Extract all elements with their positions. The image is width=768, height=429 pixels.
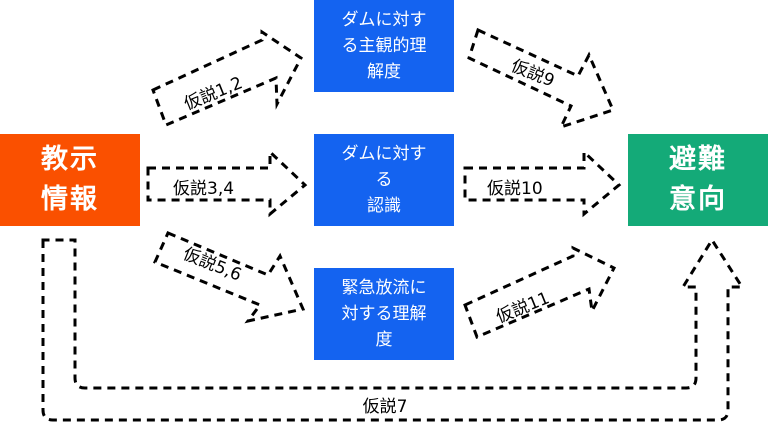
arrow-hypothesis-5-6: 仮説5,6 (152, 231, 306, 324)
label-hypothesis-9: 仮説9 (508, 56, 557, 91)
node-dam-shukanteki-rikaido: ダムに対す る主観的理 解度 (314, 0, 454, 92)
node-kyoji-joho-label: 教示 情報 (41, 144, 99, 215)
arrow-hypothesis-10: 仮説10 (463, 148, 622, 218)
label-hypothesis-10: 仮説10 (487, 179, 543, 199)
node-kyoji-joho: 教示 情報 (0, 134, 140, 226)
node-hinan-iko-label: 避難 意向 (669, 144, 727, 215)
node-dam-ninshiki-label: ダムに対す る 認識 (341, 144, 427, 216)
arrow-hypothesis-1-2: 仮説1,2 (151, 29, 303, 127)
arrow-hypothesis-3-4: 仮説3,4 (146, 148, 308, 218)
node-kinkyu-horyu-rikaido: 緊急放流に 対する理解 度 (314, 268, 454, 360)
arrow-hypothesis-11: 仮説11 (463, 245, 617, 339)
node-kinkyu-horyu-rikaido-label: 緊急放流に 対する理解 度 (341, 278, 427, 350)
arrow-hypothesis-9: 仮説9 (467, 27, 616, 130)
label-hypothesis-3-4: 仮説3,4 (173, 179, 234, 199)
label-hypothesis-7: 仮説7 (363, 397, 408, 417)
node-hinan-iko: 避難 意向 (628, 134, 768, 226)
label-hypothesis-11: 仮説11 (493, 288, 552, 327)
node-dam-shukanteki-rikaido-label: ダムに対す る主観的理 解度 (341, 10, 427, 82)
node-dam-ninshiki: ダムに対す る 認識 (314, 134, 454, 226)
label-hypothesis-1-2: 仮説1,2 (181, 73, 245, 114)
arrow-hypothesis-7: 仮説7 (41, 237, 745, 422)
